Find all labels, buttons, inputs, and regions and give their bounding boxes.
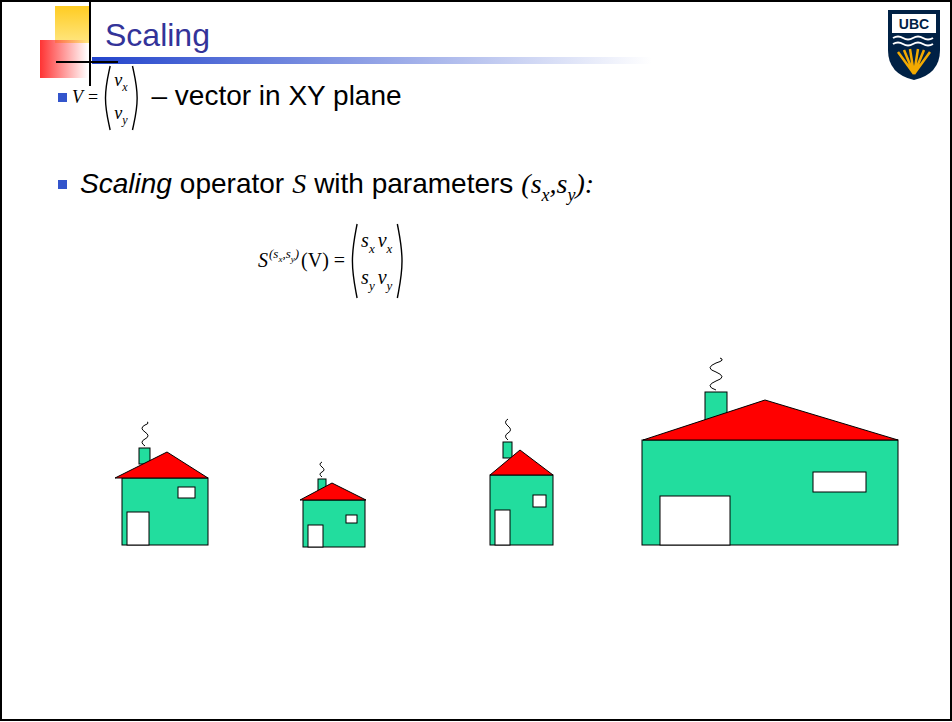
text-line: vx (114, 70, 127, 91)
bullet-text: with parameters (314, 168, 513, 200)
bullet-text: UBC (899, 16, 929, 32)
math-symbol: s (361, 229, 369, 252)
text-line: S(sx,sy)(V) = (258, 249, 345, 272)
math-index: ,s (282, 247, 290, 262)
matrix-bracket (397, 224, 402, 298)
math-symbol: v (378, 229, 387, 252)
bullet (58, 180, 67, 189)
math-symbol: S (258, 249, 268, 272)
math-symbol: v (378, 266, 387, 289)
math-symbol: = (88, 87, 98, 108)
math-index: (s (269, 247, 278, 262)
text-line: – vector in XY plane (151, 80, 401, 112)
matrix-bracket (132, 66, 137, 130)
title-band (92, 57, 652, 64)
math-symbol: (s (521, 168, 541, 200)
logo-sun (898, 49, 930, 74)
math-symbol: y (567, 185, 575, 206)
bullet-text: – vector in XY plane (151, 80, 401, 112)
math-symbol: S (292, 168, 306, 200)
matrix-bracket (105, 66, 110, 130)
math-index: ) (295, 247, 299, 262)
logo-waves (893, 37, 933, 46)
bullet-text: operator (180, 168, 284, 200)
text-line: vy (114, 103, 127, 124)
bullet (58, 93, 67, 102)
logo-text: UBC (892, 15, 936, 33)
logo-plate (892, 14, 936, 33)
house-original (115, 422, 208, 545)
math-symbol: ): (575, 168, 594, 200)
matrix-bracket (352, 224, 357, 298)
math-index: x (369, 242, 375, 257)
math-index: y (291, 254, 295, 264)
math-symbol: (V) = (301, 249, 345, 272)
corner-square (40, 40, 88, 78)
math-index: y (387, 279, 393, 294)
math-index: y (122, 114, 127, 128)
math-symbol: v (114, 70, 122, 91)
house-scaled-wide (642, 358, 898, 545)
math-index: x (122, 81, 127, 95)
corner-line (56, 61, 118, 63)
text-line: syvy (361, 266, 392, 289)
logo-shield (888, 10, 940, 80)
math-index: y (369, 279, 375, 294)
house-scaled-down (300, 462, 366, 547)
text-line: sxvx (361, 229, 392, 252)
math-index: x (278, 254, 282, 264)
math-symbol: v (114, 103, 122, 124)
house-scaled-tall (490, 419, 553, 545)
bullet-text: Scaling (80, 168, 172, 200)
text-line: ScalingoperatorSwith parameters(sx,sy): (80, 168, 594, 200)
corner-square (55, 6, 91, 43)
text-line: V= (72, 87, 98, 108)
math-symbol: x (542, 185, 550, 206)
math-symbol: ,s (550, 168, 568, 200)
slide-title: Scaling (105, 17, 210, 54)
math-symbol: s (361, 266, 369, 289)
corner-line (89, 2, 91, 86)
math-index: x (387, 242, 393, 257)
math-symbol: V (72, 87, 83, 108)
